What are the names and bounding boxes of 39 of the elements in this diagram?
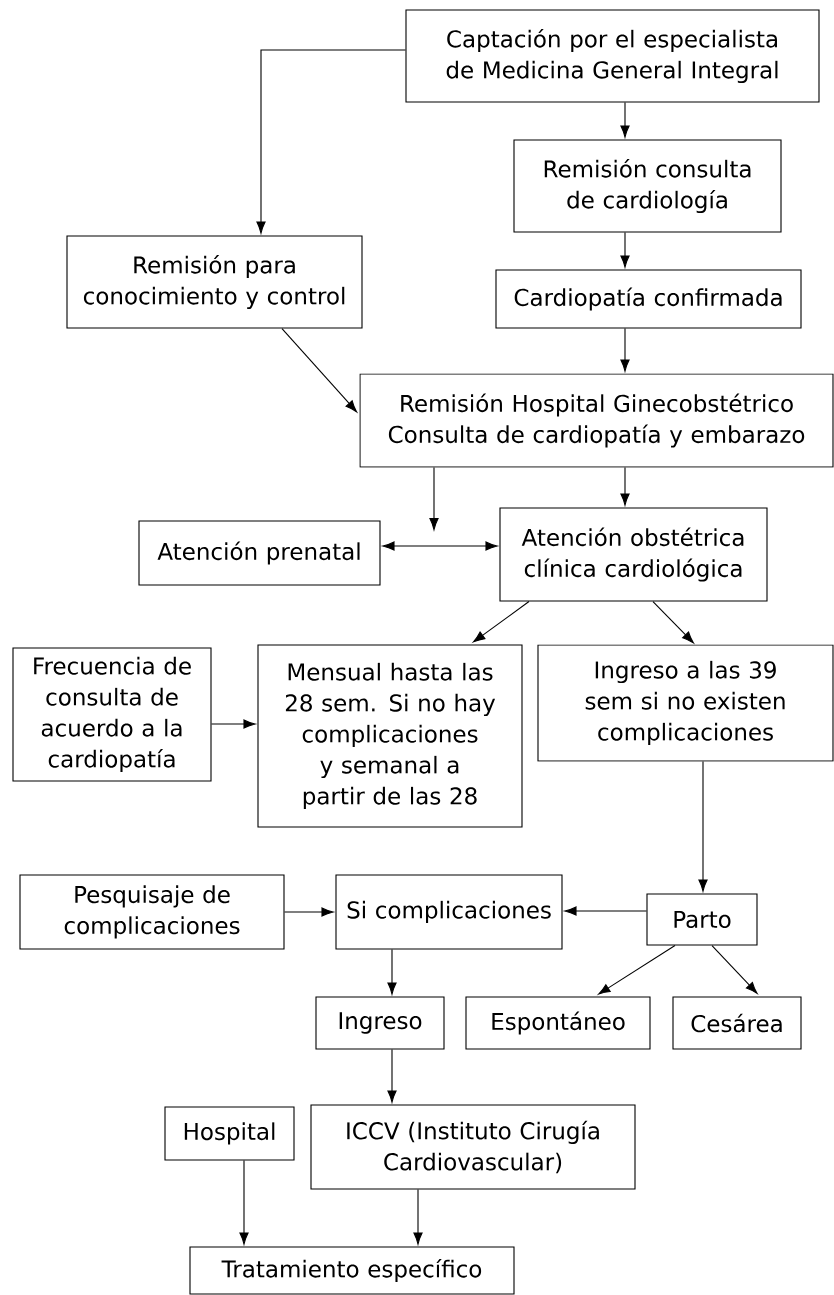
arrow bbox=[239, 1160, 249, 1245]
arrow bbox=[256, 49, 406, 234]
process-box: Si complicaciones bbox=[335, 874, 563, 950]
arrow bbox=[211, 719, 256, 729]
process-box: Pesquisaje de complicaciones bbox=[19, 874, 285, 950]
process-box: Mensual hasta las 28 sem. Si no hay complicaciones y semanal a partir de las 28 bbox=[257, 644, 523, 828]
process-box: ICCV (Instituto Cirugía Cardiovascular) bbox=[310, 1104, 636, 1190]
process-box: Remisión consulta de cardiología bbox=[513, 139, 782, 233]
arrow bbox=[652, 601, 694, 644]
arrow bbox=[429, 467, 439, 531]
arrow bbox=[284, 907, 334, 917]
process-box: Cardiopatía confirmada bbox=[495, 269, 802, 329]
process-box: Frecuencia de consulta de acuerdo a la cardiopatía bbox=[12, 647, 212, 782]
arrow bbox=[387, 1049, 397, 1103]
arrow bbox=[698, 761, 708, 892]
arrow bbox=[281, 328, 358, 413]
arrow bbox=[598, 945, 676, 995]
process-box: Ingreso a las 39 sem si no existen complicaciones bbox=[537, 644, 834, 762]
process-box: Tratamiento específico bbox=[189, 1246, 515, 1295]
process-box: Hospital bbox=[164, 1106, 295, 1161]
process-box: Ingreso bbox=[315, 996, 445, 1050]
arrow bbox=[473, 601, 530, 643]
process-box: Espontáneo bbox=[465, 996, 651, 1050]
arrow bbox=[564, 906, 647, 916]
process-box: Remisión para conocimiento y control bbox=[66, 235, 363, 329]
process-box: Parto bbox=[646, 893, 758, 946]
arrow bbox=[620, 467, 630, 506]
process-box: Captación por el especialista de Medicina General Integral bbox=[405, 9, 820, 103]
process-box: Atención obstétrica clínica cardiológica bbox=[499, 507, 768, 602]
arrow bbox=[711, 945, 758, 994]
arrow bbox=[413, 1189, 423, 1245]
process-box: Cesárea bbox=[672, 996, 802, 1050]
arrow bbox=[620, 102, 630, 138]
arrow bbox=[620, 232, 630, 268]
process-box: Remisión Hospital Ginecobstétrico Consulta de cardiopatía y embarazo bbox=[359, 373, 834, 468]
arrow bbox=[620, 328, 630, 372]
arrow bbox=[387, 949, 397, 995]
process-box: Atención prenatal bbox=[138, 520, 381, 586]
arrow bbox=[382, 541, 498, 551]
